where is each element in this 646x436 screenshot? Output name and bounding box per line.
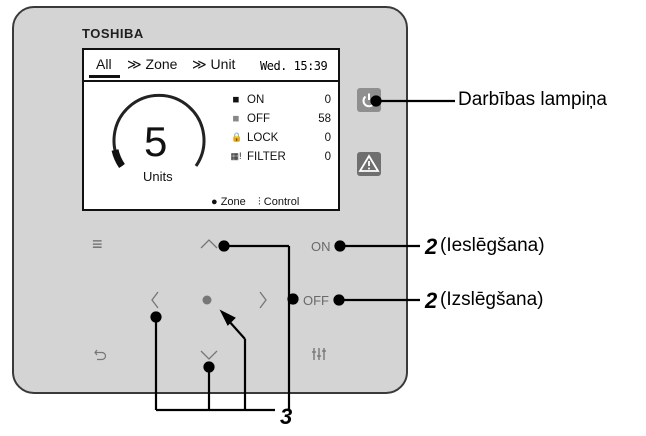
status-off-value: 58 <box>318 113 331 125</box>
tab-unit[interactable]: ≫ Unit <box>192 56 236 72</box>
tab-bar: All ≫ Zone ≫ Unit Wed. 15:39 <box>84 50 338 82</box>
back-button[interactable] <box>93 347 107 361</box>
status-lock-label: LOCK <box>247 132 279 144</box>
footer-control[interactable]: ⫶ Control <box>258 196 300 208</box>
status-filter-value: 0 <box>324 151 331 163</box>
on-square-icon: ■ <box>232 94 240 106</box>
footer-zone[interactable]: ● Zone <box>211 196 246 208</box>
datetime: Wed. 15:39 <box>260 59 328 73</box>
alert-indicator <box>357 152 381 176</box>
off-step-annotation: (Izslēgšana) <box>440 289 544 310</box>
up-button[interactable] <box>200 238 218 250</box>
operation-lamp-annotation: Darbības lampiņa <box>458 89 607 110</box>
settings-button[interactable] <box>311 346 327 362</box>
center-button[interactable] <box>202 295 212 305</box>
status-filter-label: FILTER <box>247 151 286 163</box>
active-tab-indicator <box>89 75 120 78</box>
units-count: 5 <box>144 118 168 165</box>
nav-step-number: 3 <box>280 404 293 429</box>
right-button[interactable] <box>258 291 268 309</box>
off-button[interactable]: OFF <box>303 293 329 308</box>
status-lock-value: 0 <box>324 132 331 144</box>
brand-logo: TOSHIBA <box>82 26 144 41</box>
lock-icon: 🔒 <box>231 132 243 142</box>
lcd-screen: All ≫ Zone ≫ Unit Wed. 15:39 5 Units ■ O… <box>82 48 340 211</box>
tab-all[interactable]: All <box>96 56 112 72</box>
status-off-label: OFF <box>247 113 270 125</box>
units-gauge <box>111 93 206 168</box>
units-label: Units <box>143 169 173 184</box>
on-step-number: 2 <box>425 234 438 259</box>
left-button[interactable] <box>150 291 160 309</box>
on-button[interactable]: ON <box>311 239 331 254</box>
off-square-icon: ■ <box>232 113 240 125</box>
down-button[interactable] <box>200 349 218 361</box>
on-step-annotation: (Ieslēgšana) <box>440 235 545 256</box>
warning-icon <box>358 154 380 172</box>
status-on-value: 0 <box>324 94 331 106</box>
tab-zone[interactable]: ≫ Zone <box>127 56 178 72</box>
menu-button[interactable]: ≡ <box>92 234 103 254</box>
status-on-label: ON <box>247 94 265 106</box>
off-step-number: 2 <box>425 288 438 313</box>
filter-icon: ▦! <box>230 151 242 161</box>
